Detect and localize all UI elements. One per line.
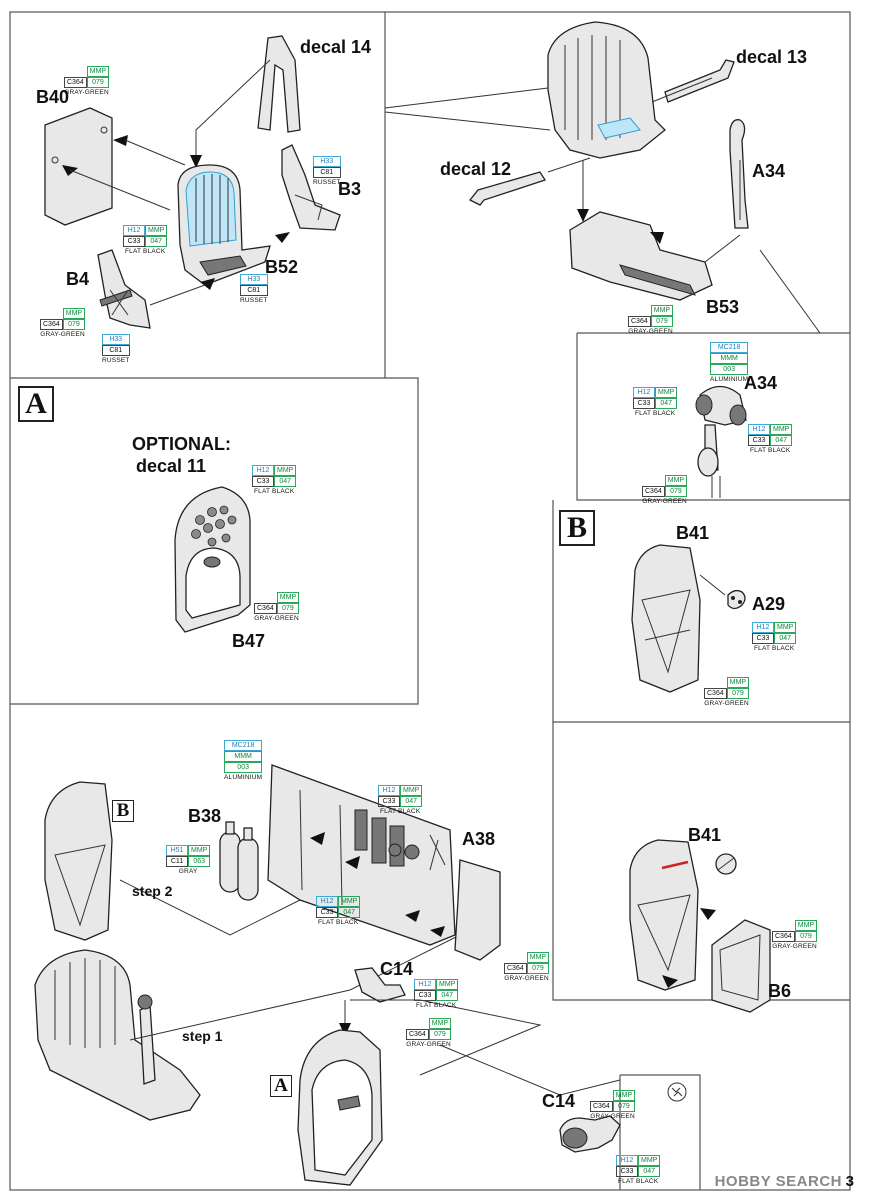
label-optional: OPTIONAL: xyxy=(132,434,231,454)
b4-bracket xyxy=(97,249,151,329)
detail-c14-frame xyxy=(620,1074,701,1190)
decal13-strap xyxy=(664,59,735,103)
label-decal13: decal 13 xyxy=(736,47,808,67)
b40-plate xyxy=(44,107,113,226)
label-decal12: decal 12 xyxy=(440,159,512,179)
section-marker-b-small: B xyxy=(112,800,134,822)
detail-a34-frame xyxy=(576,333,850,501)
section-marker-a-small: A xyxy=(270,1075,292,1097)
label-b4: B4 xyxy=(66,269,90,289)
c14-part xyxy=(354,967,406,1003)
step-frame-top xyxy=(44,781,113,941)
label-b6: B6 xyxy=(768,981,792,1001)
section-marker-a: A xyxy=(18,386,54,422)
label-c14-detail: C14 xyxy=(542,1091,576,1111)
label-b52: B52 xyxy=(265,257,299,277)
label-decal11: decal 11 xyxy=(136,456,207,476)
panel-a-frame xyxy=(10,377,419,705)
label-b53: B53 xyxy=(706,297,740,317)
step-seat-assembly xyxy=(34,949,201,1121)
rotate-icon xyxy=(667,1082,687,1102)
a34-lever xyxy=(729,119,749,229)
watermark: HOBBY SEARCH xyxy=(714,1173,842,1190)
label-a34-top: A34 xyxy=(752,161,786,181)
label-b41-top: B41 xyxy=(676,523,710,543)
label-a29: A29 xyxy=(752,594,786,614)
label-b3: B3 xyxy=(338,179,362,199)
section-marker-b: B xyxy=(559,510,595,546)
label-b41-bottom: B41 xyxy=(688,825,722,845)
label-a34-detail: A34 xyxy=(744,373,778,393)
label-decal14: decal 14 xyxy=(300,37,372,57)
b41-frame-panel-b xyxy=(631,544,701,693)
b6-part xyxy=(711,919,771,1013)
label-a38: A38 xyxy=(462,829,496,849)
label-b38: B38 xyxy=(188,806,222,826)
a29-part xyxy=(727,589,746,610)
a38-side-panel xyxy=(267,764,456,946)
panel-b6-frame xyxy=(552,722,850,1001)
page-number: 3 xyxy=(845,1173,854,1190)
b41-frame-panel-b6 xyxy=(629,839,699,991)
label-b40: B40 xyxy=(36,87,70,107)
page-frame xyxy=(9,11,851,1191)
label-step1: step 1 xyxy=(182,1028,223,1044)
b53-base xyxy=(569,211,713,301)
a38-side-panel-end xyxy=(454,859,501,961)
decal12-strap xyxy=(468,171,546,206)
b38-bottles xyxy=(219,821,259,901)
label-c14-main: C14 xyxy=(380,959,414,979)
decal14-belts xyxy=(257,35,301,133)
label-b47: B47 xyxy=(232,631,266,651)
label-step2: step 2 xyxy=(132,883,173,899)
b3-bracket xyxy=(281,144,341,231)
